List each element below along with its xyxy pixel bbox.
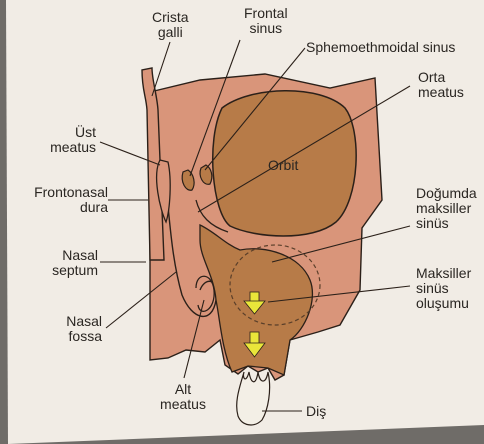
label-orbit: Orbit	[268, 158, 298, 173]
label-sphenoethmoidal-sinus: Sphemoethmoidal sinus	[306, 40, 455, 55]
label-dis: Diş	[306, 404, 326, 419]
